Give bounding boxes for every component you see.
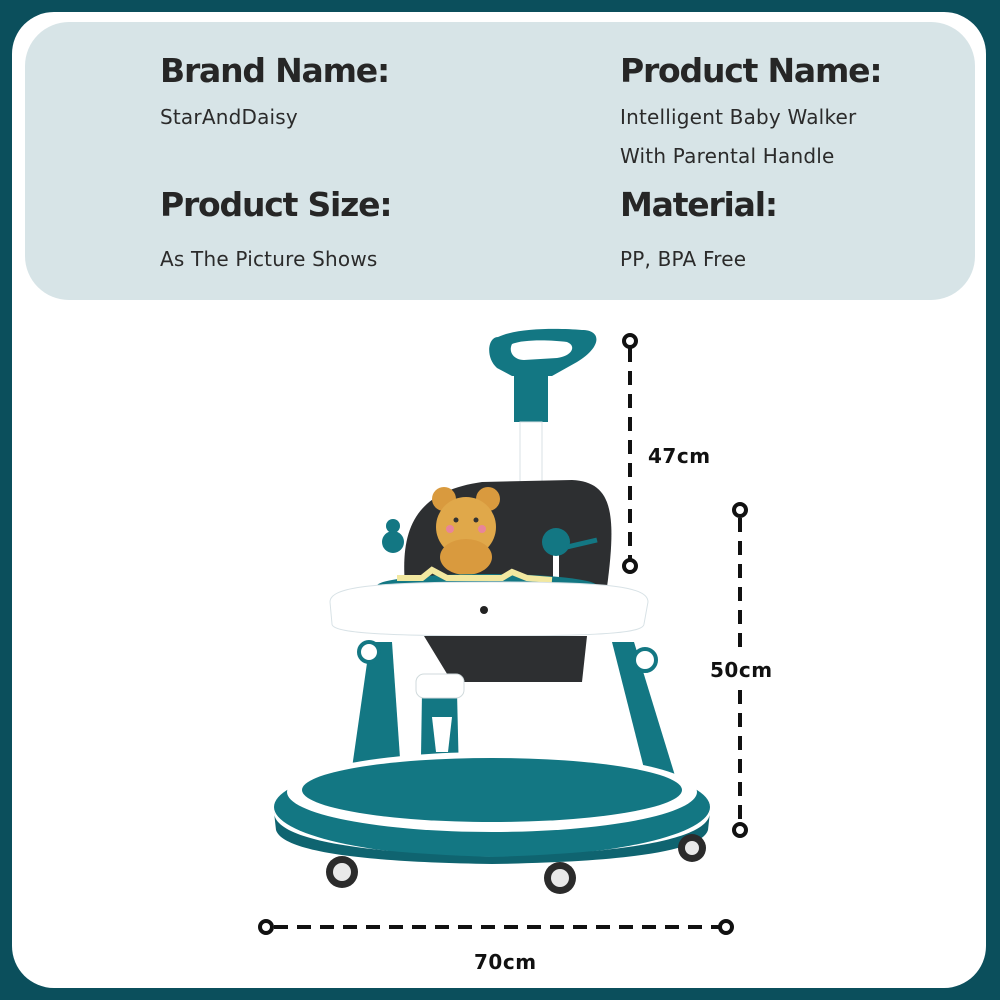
spec-panel: Brand Name: StarAndDaisy Product Name: I… bbox=[25, 22, 975, 300]
product-name-line2: With Parental Handle bbox=[620, 144, 835, 168]
product-name-line1: Intelligent Baby Walker bbox=[620, 105, 857, 129]
material-label: Material: bbox=[620, 185, 778, 224]
product-name-field: Product Name: Intelligent Baby Walker Wi… bbox=[620, 51, 883, 176]
handle-height-label: 47cm bbox=[648, 444, 711, 468]
hamster-toy bbox=[432, 487, 500, 575]
tray-ring bbox=[329, 581, 649, 637]
walker-height-label: 50cm bbox=[710, 658, 773, 682]
right-toy bbox=[542, 528, 598, 578]
left-toy bbox=[382, 519, 404, 576]
product-name-label: Product Name: bbox=[620, 51, 883, 90]
dimension-line-handle bbox=[622, 333, 638, 574]
legs bbox=[350, 640, 680, 820]
dimension-line-height bbox=[732, 502, 748, 838]
walker-base bbox=[274, 752, 710, 864]
material-field: Material: PP, BPA Free bbox=[620, 185, 778, 279]
product-size-value: As The Picture Shows bbox=[160, 247, 378, 271]
dimension-line-width bbox=[258, 919, 734, 935]
product-size-label: Product Size: bbox=[160, 185, 393, 224]
brand-field: Brand Name: StarAndDaisy bbox=[160, 51, 390, 137]
product-card: Brand Name: StarAndDaisy Product Name: I… bbox=[12, 12, 986, 988]
brand-label: Brand Name: bbox=[160, 51, 390, 90]
wheels bbox=[326, 834, 706, 894]
material-value: PP, BPA Free bbox=[620, 247, 747, 271]
base-width-label: 70cm bbox=[474, 950, 537, 974]
product-size-field: Product Size: As The Picture Shows bbox=[160, 185, 393, 279]
product-name-value: Intelligent Baby Walker With Parental Ha… bbox=[620, 98, 881, 176]
parental-handle bbox=[489, 328, 597, 498]
baby-walker-illustration-icon bbox=[258, 328, 748, 935]
brand-value: StarAndDaisy bbox=[160, 105, 298, 129]
